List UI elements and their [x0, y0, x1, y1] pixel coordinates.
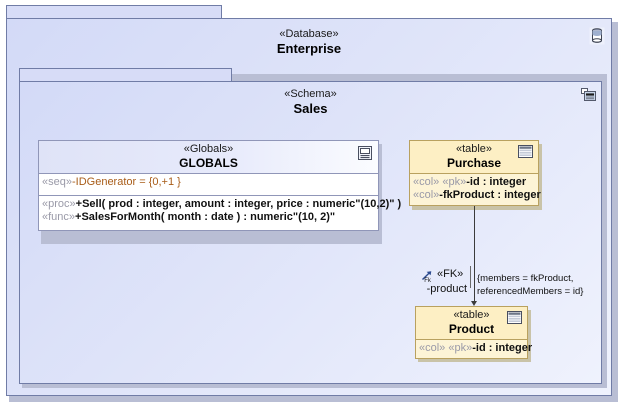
- globals-icon: [358, 146, 372, 165]
- operation-text: +Sell( prod : integer, amount : integer,…: [75, 198, 402, 210]
- classifier-globals-attributes: «seq»-IDGenerator = {0,+1 }: [39, 174, 378, 195]
- column-row: «col» «pk»-id : integer: [419, 342, 532, 355]
- column-text: -id : integer: [466, 176, 527, 188]
- classifier-purchase-columns: «col» «pk»-id : integer «col»-fkProduct …: [410, 174, 541, 205]
- connector-role-label: -product: [426, 283, 467, 295]
- svg-text:Fk: Fk: [424, 278, 432, 283]
- column-row: «col» «pk»-id : integer: [413, 176, 535, 189]
- classifier-product-columns: «col» «pk»-id : integer: [416, 340, 532, 358]
- package-sales-tab: [19, 68, 232, 82]
- fk-arrow-icon: Fk: [420, 270, 435, 288]
- package-enterprise-tab: [6, 5, 222, 19]
- classifier-purchase-header: «table» Purchase: [410, 141, 538, 174]
- attribute-stereotype: «seq»: [42, 176, 72, 188]
- classifier-globals-stereotype: «Globals»: [183, 143, 234, 155]
- column-row: «col»-fkProduct : integer: [413, 189, 541, 202]
- column-stereotypes: «col» «pk»: [413, 176, 467, 188]
- schema-folder-icon: [581, 88, 596, 107]
- classifier-globals-header: «Globals» GLOBALS: [39, 141, 378, 174]
- column-stereotypes: «col» «pk»: [419, 342, 473, 354]
- attribute-row: «seq»-IDGenerator = {0,+1 }: [42, 176, 375, 189]
- column-stereotypes: «col»: [413, 189, 440, 201]
- column-text: -id : integer: [472, 342, 533, 354]
- classifier-product-header: «table» Product: [416, 307, 527, 340]
- classifier-globals-box[interactable]: «Globals» GLOBALS «seq»-IDGenerator = {0…: [38, 140, 401, 231]
- classifier-purchase-name: Purchase: [446, 156, 502, 170]
- connector-line: [474, 206, 475, 304]
- connector-constraint-line-1: {members = fkProduct,: [477, 273, 574, 284]
- classifier-purchase-stereotype: «table»: [455, 143, 493, 155]
- table-grid-icon: [507, 311, 522, 329]
- column-text: -fkProduct : integer: [439, 189, 541, 201]
- connector-stereotype: «FK»: [437, 268, 464, 280]
- classifier-globals-operations: «proc»+Sell( prod : integer, amount : in…: [39, 195, 401, 230]
- database-cylinder-icon: [589, 27, 605, 50]
- classifier-product-box[interactable]: «table» Product «col» «pk»-id : integer: [415, 306, 532, 359]
- operation-row: «func»+SalesForMonth( month : date ) : n…: [42, 211, 375, 224]
- package-enterprise-name: Enterprise: [276, 41, 342, 56]
- package-enterprise-stereotype: «Database»: [279, 28, 339, 40]
- classifier-purchase-box[interactable]: «table» Purchase «col» «pk»-id : integer…: [409, 140, 541, 206]
- classifier-globals-name: GLOBALS: [179, 156, 238, 170]
- package-sales-name: Sales: [293, 101, 328, 116]
- classifier-product-stereotype: «table»: [453, 309, 490, 321]
- package-sales-stereotype: «Schema»: [284, 88, 337, 100]
- operation-stereotype: «proc»: [42, 198, 76, 210]
- connector-label-divider: [470, 266, 471, 288]
- attribute-text: -IDGenerator = {0,+1 }: [71, 176, 181, 188]
- connector-constraint-line-2: referencedMembers = id}: [477, 286, 584, 297]
- operation-text: +SalesForMonth( month : date ) : numeric…: [75, 211, 336, 223]
- table-grid-icon: [518, 145, 533, 163]
- operation-row: «proc»+Sell( prod : integer, amount : in…: [42, 198, 401, 211]
- operation-stereotype: «func»: [42, 211, 76, 223]
- connector-arrowhead: [471, 301, 477, 306]
- classifier-product-name: Product: [448, 322, 495, 336]
